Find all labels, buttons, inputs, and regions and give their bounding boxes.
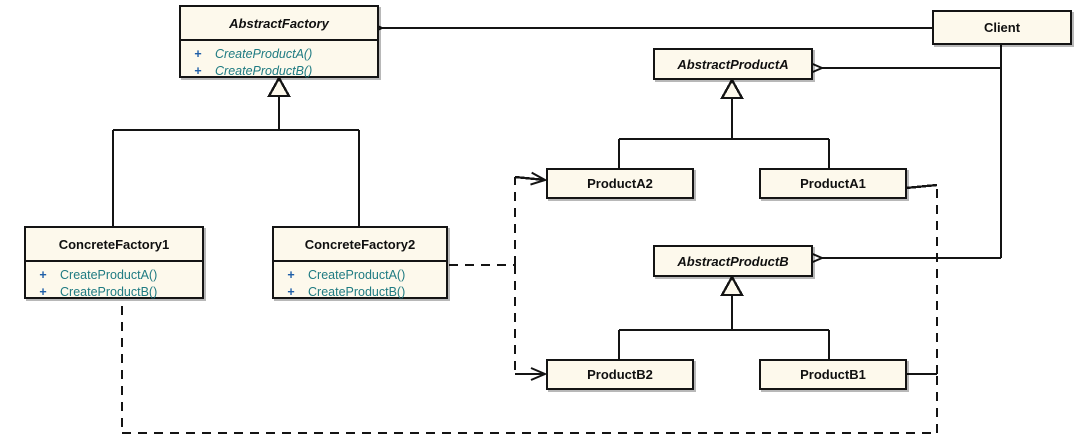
class-name: ProductA1 bbox=[800, 176, 866, 191]
class-name: AbstractProductA bbox=[677, 56, 789, 72]
dependency-concretefactory2-products bbox=[449, 177, 517, 374]
operation-row: + CreateProductA() bbox=[26, 267, 202, 284]
generalization-product-a bbox=[617, 77, 831, 168]
visibility-marker: + bbox=[287, 285, 295, 299]
class-name: Client bbox=[983, 20, 1021, 35]
class-product-a1[interactable]: ProductA1 bbox=[759, 168, 907, 199]
visibility-marker: + bbox=[194, 64, 202, 78]
class-product-b1[interactable]: ProductB1 bbox=[759, 359, 907, 390]
visibility-marker: + bbox=[39, 268, 47, 282]
compartment-divider bbox=[274, 260, 446, 262]
class-name: AbstractProductB bbox=[677, 253, 789, 269]
compartment-divider bbox=[26, 260, 202, 262]
operations-compartment: + CreateProductA() + CreateProductB() bbox=[274, 262, 446, 307]
association-client-abstractproducta bbox=[822, 45, 1003, 68]
class-name: AbstractFactory bbox=[229, 15, 329, 31]
operation-signature: CreateProductB() bbox=[215, 64, 313, 78]
operation-signature: CreateProductB() bbox=[308, 285, 406, 299]
association-client-abstractproductb bbox=[822, 68, 1003, 258]
class-name: ProductB1 bbox=[800, 367, 866, 382]
operations-compartment: + CreateProductA() + CreateProductB() bbox=[181, 41, 377, 86]
operation-signature: CreateProductA() bbox=[215, 47, 313, 61]
operation-row: + CreateProductA() bbox=[181, 46, 377, 63]
class-product-a2[interactable]: ProductA2 bbox=[546, 168, 694, 199]
operation-signature: CreateProductB() bbox=[60, 285, 158, 299]
class-concrete-factory1[interactable]: ConcreteFactory1 + CreateProductA() + Cr… bbox=[24, 226, 204, 299]
dependency-concretefactory1-products bbox=[120, 185, 939, 435]
operation-row: + CreateProductA() bbox=[274, 267, 446, 284]
generalization-factories bbox=[111, 75, 361, 226]
class-abstract-product-a[interactable]: AbstractProductA bbox=[653, 48, 813, 80]
class-name: ConcreteFactory2 bbox=[304, 236, 416, 252]
visibility-marker: + bbox=[194, 47, 202, 61]
class-concrete-factory2[interactable]: ConcreteFactory2 + CreateProductA() + Cr… bbox=[272, 226, 448, 299]
class-name: ConcreteFactory1 bbox=[58, 236, 170, 252]
operation-signature: CreateProductA() bbox=[60, 268, 158, 282]
visibility-marker: + bbox=[287, 268, 295, 282]
operation-signature: CreateProductA() bbox=[308, 268, 406, 282]
visibility-marker: + bbox=[39, 285, 47, 299]
class-product-b2[interactable]: ProductB2 bbox=[546, 359, 694, 390]
compartment-divider bbox=[181, 39, 377, 41]
class-abstract-factory[interactable]: AbstractFactory + CreateProductA() + Cre… bbox=[179, 5, 379, 78]
operation-row: + CreateProductB() bbox=[274, 284, 446, 301]
class-name: ProductB2 bbox=[587, 367, 653, 382]
operation-row: + CreateProductB() bbox=[26, 284, 202, 301]
operation-row: + CreateProductB() bbox=[181, 63, 377, 80]
dependency-arrow-producta2 bbox=[514, 177, 545, 180]
dependency-arrow-producta1 bbox=[906, 185, 938, 188]
generalization-product-b bbox=[617, 274, 831, 359]
class-name: ProductA2 bbox=[587, 176, 653, 191]
class-abstract-product-b[interactable]: AbstractProductB bbox=[653, 245, 813, 277]
operations-compartment: + CreateProductA() + CreateProductB() bbox=[26, 262, 202, 307]
class-client[interactable]: Client bbox=[932, 10, 1072, 45]
